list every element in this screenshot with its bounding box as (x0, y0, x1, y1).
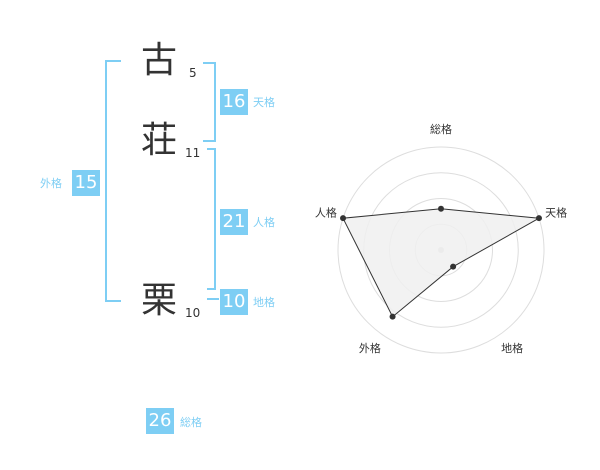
name-char-1: 古 (141, 40, 178, 81)
radar-point-5 (340, 215, 347, 222)
radar-point-3 (450, 263, 457, 270)
chikaku-value: 10 (220, 289, 248, 315)
radar-axis-label-2: 天格 (545, 206, 567, 220)
radar-axis-label-1: 総格 (430, 122, 452, 136)
jinkaku-label: 人格 (253, 216, 275, 229)
chikaku-connector (207, 298, 219, 300)
soukaku-value: 26 (146, 408, 174, 434)
jinkaku-bracket (207, 148, 216, 290)
radar-series (340, 205, 542, 320)
radar-ring-4 (337, 146, 545, 354)
stroke-count-3: 10 (185, 306, 201, 320)
name-char-3: 栗 (141, 280, 178, 321)
radar-point-1 (438, 205, 444, 212)
jinkaku-value: 21 (220, 209, 248, 235)
chikaku-label: 地格 (253, 296, 275, 309)
radar-area (342, 208, 541, 318)
gaikaku-label: 外格 (40, 177, 62, 190)
tenkaku-label: 天格 (253, 96, 275, 109)
soukaku-label: 総格 (180, 416, 202, 429)
stroke-count-2: 11 (185, 146, 201, 160)
tenkaku-bracket (203, 62, 216, 142)
radar-point-4 (389, 313, 396, 320)
gaikaku-value: 15 (72, 170, 100, 196)
radar-axis-label-3: 地格 (501, 341, 523, 355)
radar-axis-label-4: 外格 (359, 341, 381, 355)
radar-axis-label-5: 人格 (315, 206, 337, 220)
stroke-count-1: 5 (189, 66, 197, 80)
radar-point-2 (535, 215, 542, 222)
tenkaku-value: 16 (220, 89, 248, 115)
name-char-2: 荘 (141, 120, 178, 161)
gaikaku-bracket (105, 60, 121, 302)
